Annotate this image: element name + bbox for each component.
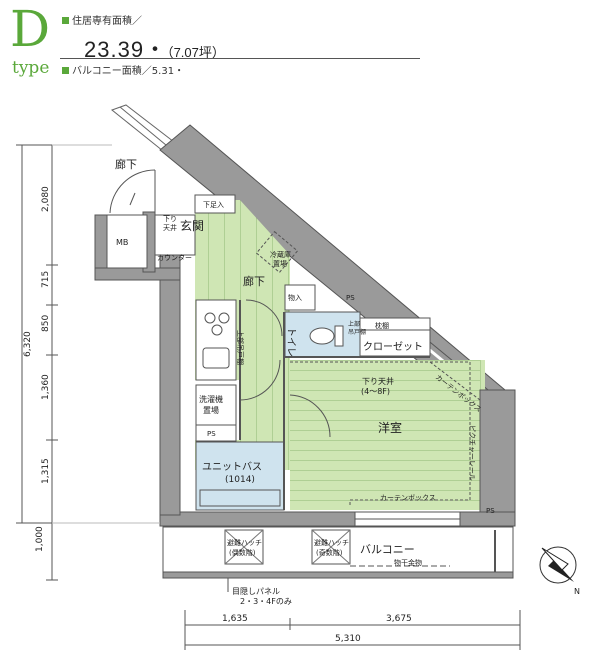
bullet-square-icon <box>62 67 69 74</box>
type-letter: D <box>10 0 51 58</box>
storage-box <box>284 284 316 311</box>
evac-hatch-2-label-2: (奇数階) <box>316 548 343 557</box>
dim-left-seg-2: 715 <box>41 271 51 288</box>
compass <box>539 546 577 584</box>
living-area-tsubo: （7.07坪） <box>167 45 225 60</box>
dim-bottom-seg-2: 3,675 <box>386 614 412 624</box>
dim-left-total: 6,320 <box>23 331 33 357</box>
corridor-outside-label: 廊下 <box>115 157 137 171</box>
unit-bath <box>195 441 285 511</box>
balcony-area-label: バルコニー面積／5.31・ <box>62 62 184 77</box>
unit-bath-size-label: (1014) <box>225 475 255 485</box>
fridge-space <box>255 230 299 274</box>
floor-western-room <box>290 360 480 510</box>
ceiling-drop-outline <box>290 361 471 505</box>
screen-panel-floors-label: 2・3・4Fのみ <box>240 597 292 606</box>
upper-cabinet-kitchen-label: 上部吊戸棚 <box>236 330 245 365</box>
living-area-value: 23.39・（7.07坪） <box>84 32 225 64</box>
upper-cabinet-toilet-1: 上部 <box>348 320 360 328</box>
living-area-number: 23.39・ <box>84 37 168 62</box>
dim-bottom-total: 5,310 <box>335 634 361 644</box>
ceiling-drop-floors-label: (4〜8F) <box>361 387 390 396</box>
compass-north-label: N <box>574 587 580 596</box>
shoe-label: 下足入 <box>203 201 224 209</box>
washer-label-2: 置場 <box>203 405 219 415</box>
closet <box>359 317 431 357</box>
ps-bath-box <box>195 424 237 442</box>
dim-left-seg-1: 2,080 <box>41 186 51 212</box>
bullet-square-icon <box>62 17 69 24</box>
header: D type 住居専有面積／ 23.39・（7.07坪） バルコニー面積／5.3… <box>0 0 597 80</box>
living-area-label-text: 住居専有面積／ <box>72 16 142 27</box>
floor-plan: 廊下 玄関 下り 天井 MB カウンター 下足入 冷蔵庫 置場 廊下 物入 PS… <box>16 104 580 650</box>
screen-panel-label: 目隠しパネル <box>232 586 280 596</box>
entrance-label: 玄関 <box>180 218 204 233</box>
left-wall <box>159 254 181 516</box>
room-door-swing <box>239 359 281 401</box>
dim-left-seg-3: 850 <box>41 315 51 332</box>
western-door-swing <box>289 394 331 438</box>
storage-label: 物入 <box>288 293 302 302</box>
dim-left-seg-4: 1,360 <box>41 374 51 400</box>
bottom-wall <box>159 511 516 527</box>
dim-left-seg-5: 1,315 <box>41 458 51 484</box>
mb-left-wall <box>94 214 108 276</box>
drying-rack-label: 物干金物 <box>394 558 422 567</box>
shoe-cabinet <box>194 194 236 214</box>
ps-top-label: PS <box>346 294 355 302</box>
shelf-label: 枕棚 <box>375 321 389 330</box>
balcony-label: バルコニー <box>360 543 415 556</box>
living-area-label: 住居専有面積／ <box>62 12 142 27</box>
western-room-label: 洋室 <box>378 420 402 435</box>
closet-label: クローゼット <box>363 341 423 353</box>
fridge-label-1: 冷蔵庫 <box>270 250 291 259</box>
entrance-ceiling-2: 天井 <box>163 223 177 232</box>
header-rule <box>60 58 420 59</box>
unit-bath-label: ユニットバス <box>202 461 262 473</box>
ps-bottom-right-label: PS <box>486 507 495 515</box>
evac-hatch-2-label-1: 避難ハッチ <box>314 538 349 547</box>
evac-hatch-1-label-1: 避難ハッチ <box>227 538 262 547</box>
mb-label: MB <box>116 238 128 247</box>
entrance-door-swing <box>109 169 156 214</box>
mb-bottom-wall <box>94 267 181 281</box>
ps-bath-label: PS <box>207 430 216 438</box>
toilet-label: トイレ <box>285 327 296 357</box>
evac-hatch-1-label-2: (偶数階) <box>229 548 256 557</box>
picture-rail-label: ピクチャーレール <box>468 425 476 481</box>
washer-space <box>195 384 237 426</box>
washer-label-1: 洗濯機 <box>199 394 223 404</box>
corridor-label: 廊下 <box>243 274 265 288</box>
counter-label: カウンター <box>157 253 192 262</box>
compass-arrow-icon <box>548 560 574 582</box>
right-wall <box>479 389 516 526</box>
entrance-ceiling-1: 下り <box>163 215 177 223</box>
dim-bottom-seg-1: 1,635 <box>222 614 248 624</box>
ceiling-drop-label: 下り天井 <box>362 376 394 386</box>
mb-box <box>106 214 148 269</box>
upper-cabinet-toilet-2: 吊戸棚 <box>348 328 366 336</box>
kitchen-counter <box>195 299 237 381</box>
fridge-label-2: 置場 <box>273 259 287 268</box>
dim-left-balcony: 1,000 <box>35 526 45 552</box>
type-word: type <box>12 58 50 78</box>
balcony-area-label-text: バルコニー面積／5.31・ <box>72 66 185 77</box>
curtain-box-label: カーテンボックス <box>380 494 436 502</box>
